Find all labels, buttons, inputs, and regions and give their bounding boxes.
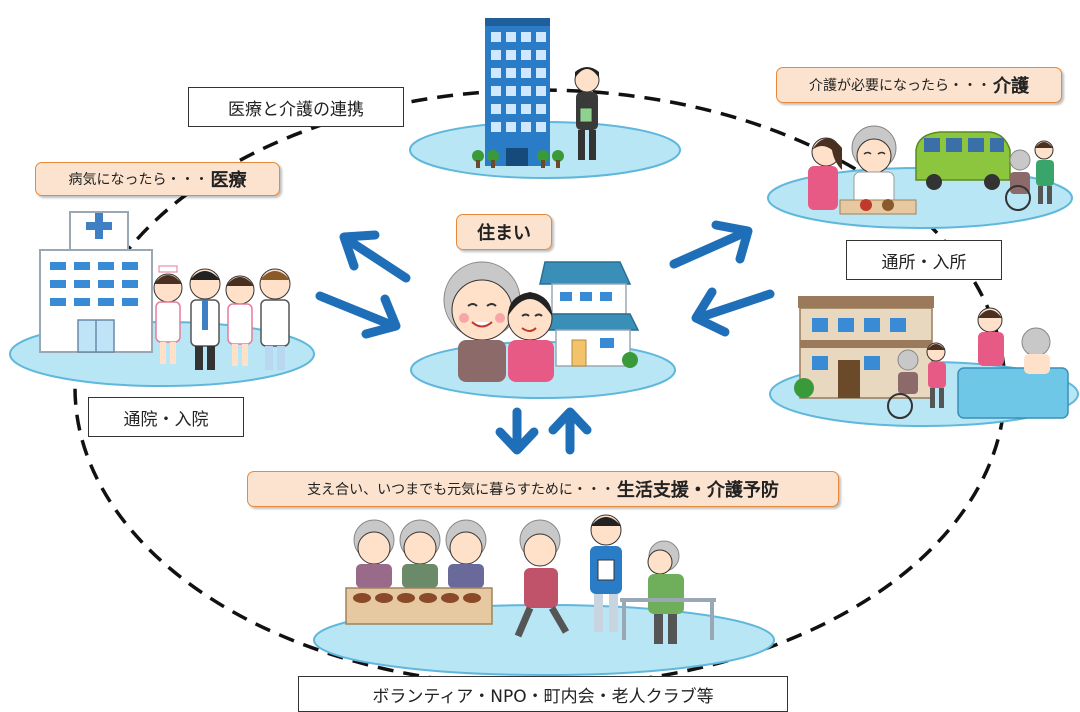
- sumai-tag: 住まい: [456, 214, 552, 250]
- volunteer-text: ボランティア・NPO・町内会・老人クラブ等: [372, 686, 714, 707]
- bathing-assist-icon: [957, 307, 1069, 419]
- arrow-up-right: [669, 220, 753, 269]
- hospital-icon: [39, 211, 153, 353]
- left-hospital-group: [9, 211, 315, 387]
- trees: [472, 150, 564, 168]
- arrow-up: [548, 407, 592, 455]
- right-bottom-facility-group: [769, 296, 1079, 427]
- bottom-community-group: [313, 514, 775, 676]
- tsuin-text: 通院・入院: [123, 409, 209, 430]
- kaigo-tag: 介護が必要になったら・・・ 介護: [776, 67, 1062, 103]
- arrow-down: [495, 407, 539, 455]
- seikatsu-tag: 支え合い、いつまでも元気に暮らすために・・・ 生活支援・介護予防: [247, 471, 839, 507]
- center-home-group: [410, 261, 676, 399]
- kaigo-prefix: 介護が必要になったら・・・: [809, 78, 991, 94]
- seikatsu-main: 生活支援・介護予防: [616, 480, 779, 501]
- byouki-tag: 病気になったら・・・ 医療: [35, 162, 280, 196]
- care-van-icon: [915, 131, 1011, 190]
- arrow-up-left: [339, 230, 411, 283]
- arrow-down-right: [315, 291, 401, 339]
- wheelchair-user-icon: [887, 342, 946, 419]
- tsusho-label: 通所・入所: [846, 240, 1002, 280]
- office-worker-icon: [574, 67, 600, 160]
- grandmother-caregiver-icon: [443, 261, 554, 382]
- doctor-nurse-group-icon: [153, 265, 291, 370]
- sumai-text: 住まい: [477, 223, 531, 244]
- elder-walking-icon: [514, 519, 570, 638]
- tsusho-text: 通所・入所: [881, 252, 967, 273]
- byouki-main: 医療: [210, 170, 247, 191]
- house-icon: [538, 261, 640, 368]
- seikatsu-prefix: 支え合い、いつまでも元気に暮らすために・・・: [307, 482, 615, 498]
- arrow-down-left: [691, 287, 775, 337]
- office-building-icon: [485, 18, 550, 166]
- trainer-icon: [590, 514, 622, 632]
- renkei-label: 医療と介護の連携: [188, 87, 404, 127]
- renkei-text: 医療と介護の連携: [228, 99, 364, 120]
- elders-dining-icon: [345, 519, 493, 625]
- wheelchair-user-icon: [1005, 140, 1054, 211]
- byouki-prefix: 病気になったら・・・: [68, 172, 209, 188]
- top-office-group: [409, 18, 681, 179]
- parallel-bars-elder-icon: [620, 540, 716, 644]
- right-top-care-group: [767, 125, 1073, 229]
- volunteer-label: ボランティア・NPO・町内会・老人クラブ等: [298, 676, 788, 712]
- flow-arrows: [315, 220, 775, 455]
- kaigo-main: 介護: [993, 76, 1029, 97]
- tsuin-label: 通院・入院: [88, 397, 244, 437]
- caregiver-elder-icon: [808, 125, 917, 215]
